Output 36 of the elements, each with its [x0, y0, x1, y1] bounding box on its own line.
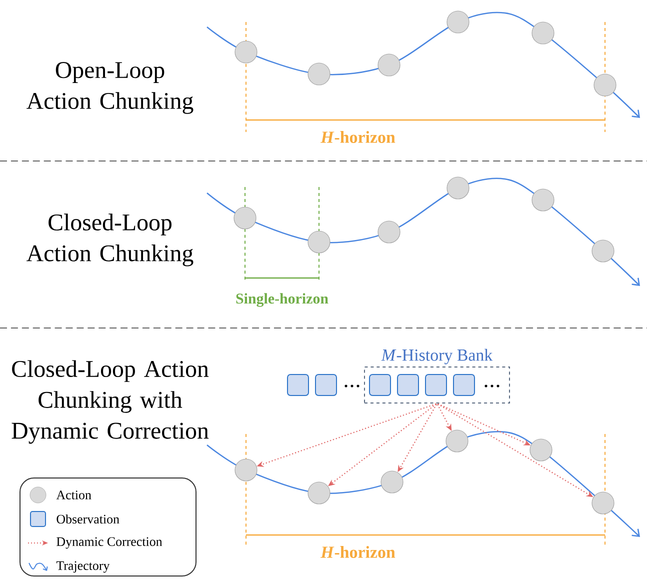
observation-square: [287, 374, 309, 396]
horizon-label: Single-horizon: [236, 293, 328, 307]
legend-label: Action: [56, 490, 92, 500]
action-circle: [446, 10, 470, 34]
row-title: Closed-Loop Action Chunking: [26, 214, 194, 266]
action-circle: [234, 40, 258, 64]
action-circle: [446, 430, 468, 452]
action-circle: [380, 470, 404, 494]
row-title: Open-Loop Action Chunking: [26, 62, 194, 114]
row-title: Closed-Loop Action Chunking with Dynamic Correction: [12, 360, 209, 444]
observation-square: [315, 374, 337, 396]
legend-label: Dynamic Correction: [56, 537, 162, 549]
action-circle: [308, 482, 330, 504]
action-circle: [378, 220, 400, 244]
action-circle: [234, 458, 258, 482]
horizon-label: H-horizon: [320, 546, 396, 558]
observation-square: [425, 374, 447, 396]
observation-square: [397, 374, 419, 396]
legend-label: Trajectory: [56, 561, 110, 573]
action-circle: [308, 62, 330, 86]
action-circle: [594, 74, 616, 96]
action-circle: [530, 438, 552, 462]
action-circle: [592, 492, 614, 514]
action-circle: [378, 54, 400, 76]
action-circle: [308, 230, 330, 254]
action-circle: [592, 240, 614, 262]
node-label: M-History Bank: [381, 348, 493, 364]
action-circle: [532, 188, 554, 212]
horizon-label: H-horizon: [320, 131, 396, 143]
action-circle: [234, 206, 256, 230]
action-circle: [446, 176, 470, 200]
action-circle: [532, 22, 554, 44]
history-bank-box: M-History Bank: [364, 348, 510, 404]
legend-label: Observation: [56, 514, 120, 524]
observation-square: [453, 374, 475, 396]
observation-square: [369, 374, 391, 396]
